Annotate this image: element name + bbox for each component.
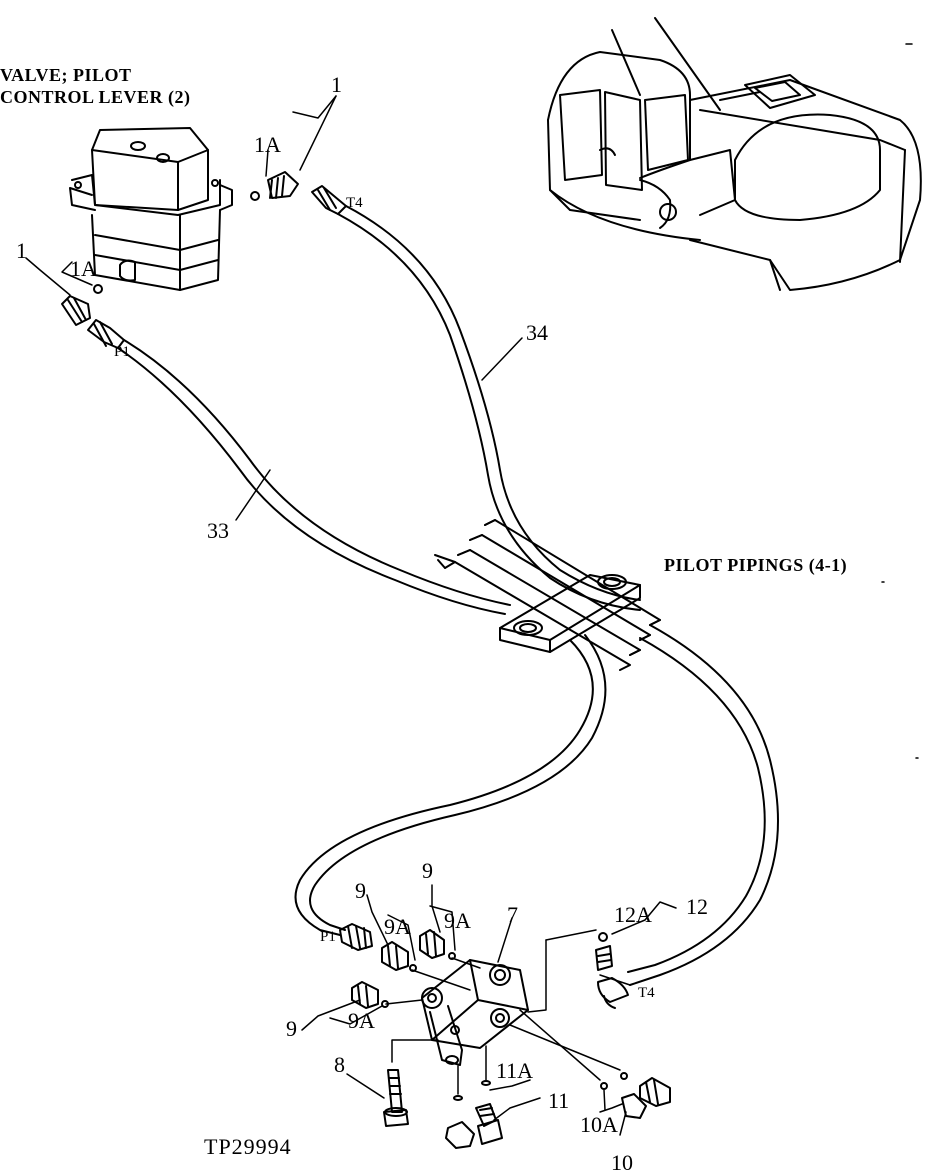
- shuttle-valve-7: [422, 960, 528, 1065]
- callout-1a-top: 1A: [254, 132, 281, 157]
- fitting-9-a: [382, 942, 416, 971]
- callout-10a: 10A: [580, 1112, 618, 1137]
- callout-1-left: 1: [16, 238, 27, 263]
- callout-11: 11: [548, 1088, 570, 1113]
- fitting-9-b: [420, 930, 455, 959]
- port-p1-bottom: P1: [320, 929, 336, 945]
- callout-10: 10: [611, 1150, 633, 1175]
- port-t4-top: T4: [346, 195, 363, 211]
- callout-1a-left: 1A: [70, 256, 97, 281]
- lower-hose-t4: [628, 625, 778, 985]
- fitting-11: [446, 1081, 502, 1148]
- figure-code: TP29994: [204, 1134, 292, 1159]
- callout-34: 34: [526, 320, 548, 345]
- callout-12: 12: [686, 894, 708, 919]
- assembly-leader-lines: [386, 930, 630, 1094]
- callout-9a-a: 9A: [384, 914, 411, 939]
- left-elbow-fitting: [62, 285, 102, 325]
- port-t4-bottom: T4: [638, 985, 655, 1001]
- fitting-12: [596, 933, 628, 1008]
- valve-title-line1: VALVE; PILOT: [0, 65, 132, 85]
- port-p1-top: P1: [114, 344, 130, 360]
- excavator-illustration: [548, 18, 921, 290]
- callout-12a: 12A: [614, 902, 652, 927]
- callout-9-c: 9: [286, 1016, 297, 1041]
- hose-34: [312, 186, 640, 610]
- top-elbow-fitting: [251, 172, 298, 200]
- callout-7: 7: [507, 902, 518, 927]
- callout-9-b: 9: [422, 858, 433, 883]
- bolt-8: [384, 1070, 408, 1126]
- pipe-clamp: [500, 575, 640, 652]
- callout-9a-c: 9A: [348, 1008, 375, 1033]
- callout-9-a: 9: [355, 878, 366, 903]
- lower-hose-p1: [296, 635, 606, 935]
- callout-33: 33: [207, 518, 229, 543]
- callout-11a: 11A: [496, 1058, 534, 1083]
- callout-8: 8: [334, 1052, 345, 1077]
- fitting-9-c: [352, 982, 388, 1008]
- pilot-pipings-title: PILOT PIPINGS (4-1): [664, 555, 848, 575]
- callout-1-top: 1: [331, 72, 342, 97]
- valve-title-line2: CONTROL LEVER (2): [0, 87, 191, 107]
- p1-bottom-fitting: [340, 924, 372, 950]
- callout-9a-b: 9A: [444, 908, 471, 933]
- hose-33: [88, 320, 510, 614]
- callout-leaders: [26, 44, 918, 1135]
- pilot-control-valve: [70, 128, 232, 290]
